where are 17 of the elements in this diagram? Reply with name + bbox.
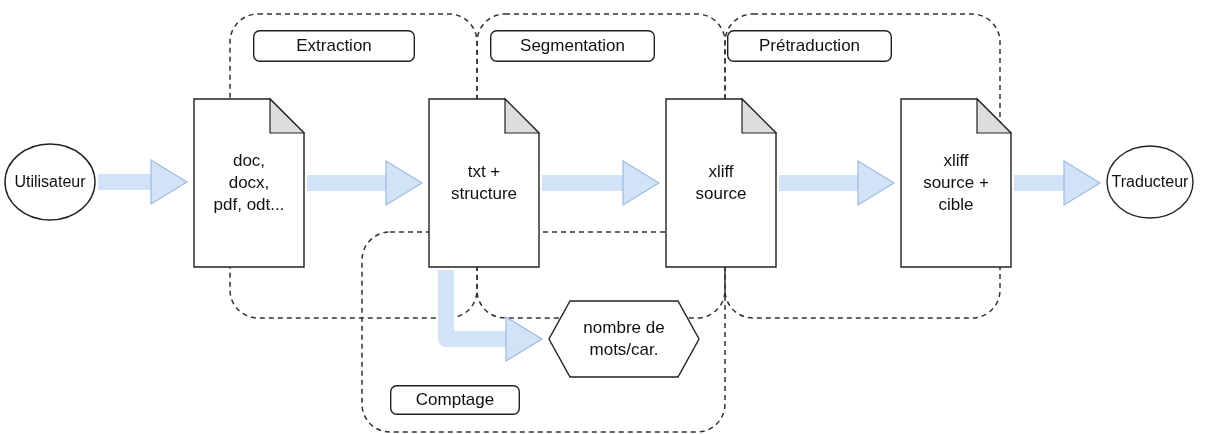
block-arrow	[307, 160, 423, 206]
node-label: xliff source	[694, 160, 748, 205]
node-label: nombre de mots/car.	[582, 316, 666, 361]
block-arrow	[438, 270, 543, 362]
stage-title: Segmentation	[520, 34, 625, 57]
stage-title: Prétraduction	[758, 34, 861, 57]
block-arrow	[1014, 160, 1101, 206]
block-arrow	[779, 160, 895, 206]
stage-title: Extraction	[296, 34, 372, 57]
node-label: txt + structure	[449, 160, 519, 205]
node-label: Utilisateur	[14, 171, 86, 192]
node-label: doc, docx, pdf, odt...	[213, 149, 285, 217]
node-label: xliff source + cible	[922, 149, 990, 217]
stage-title: Comptage	[415, 388, 495, 411]
block-arrow	[542, 160, 660, 206]
node-label: Traducteur	[1111, 171, 1189, 192]
block-arrow	[98, 159, 188, 205]
